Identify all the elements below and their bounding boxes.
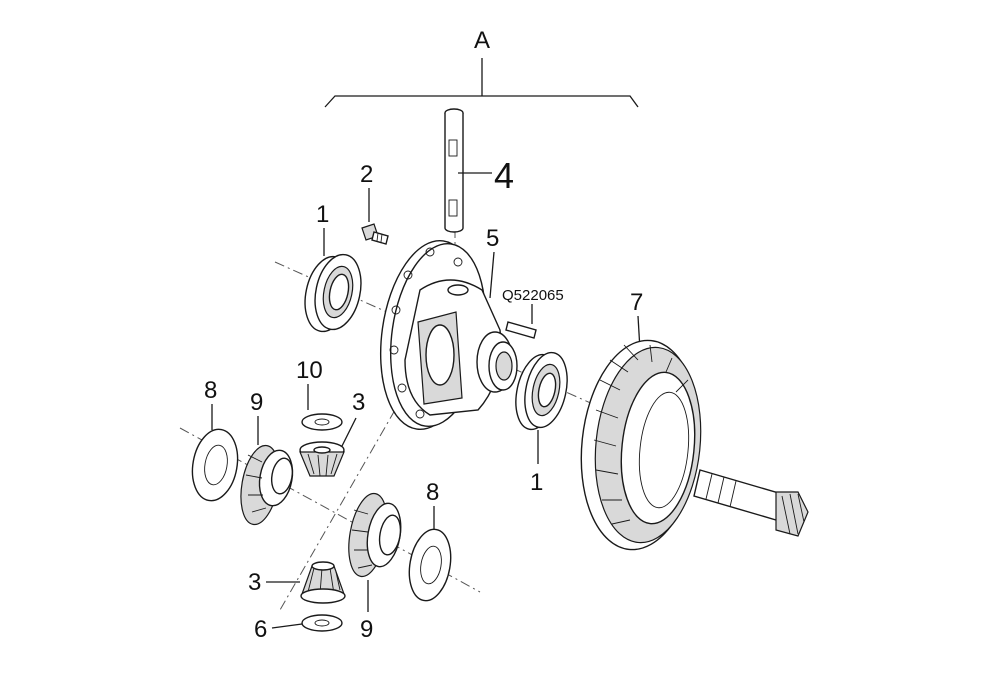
pinion-washer-top: 10 xyxy=(296,357,343,431)
side-gear-left: 9 xyxy=(240,389,294,526)
callout-9-right: 9 xyxy=(360,616,373,643)
bearing-right: 1 xyxy=(515,351,568,496)
callout-1-top: 1 xyxy=(316,201,329,228)
callout-4: 4 xyxy=(494,155,514,196)
pinion-gear-upper: 3 xyxy=(299,389,365,477)
differential-case: 5 xyxy=(379,225,518,431)
thrust-washer-right: 8 xyxy=(408,479,452,602)
pinion-washer-bottom: 6 xyxy=(254,614,343,643)
callout-9-left: 9 xyxy=(250,389,263,416)
bolt: 2 xyxy=(360,161,389,245)
pinion-gear-lower: 3 xyxy=(248,561,346,604)
cross-shaft: 4 xyxy=(444,108,514,233)
part-code-label: Q522065 xyxy=(502,287,564,304)
thrust-washer-left: 8 xyxy=(191,377,239,502)
callout-8-left: 8 xyxy=(204,377,217,404)
callout-3-lower: 3 xyxy=(248,569,261,596)
callout-1-bottom: 1 xyxy=(530,469,543,496)
assembly-label: A xyxy=(474,27,490,54)
side-gear-right: 9 xyxy=(348,492,402,643)
assembly-bracket: A xyxy=(324,27,639,108)
ring-gear: 7 xyxy=(580,289,702,551)
callout-8-right: 8 xyxy=(426,479,439,506)
callout-3-upper: 3 xyxy=(352,389,365,416)
callout-10: 10 xyxy=(296,357,323,384)
callout-6: 6 xyxy=(254,616,267,643)
callout-5: 5 xyxy=(486,225,499,252)
callout-2: 2 xyxy=(360,161,373,188)
callout-7: 7 xyxy=(630,289,643,316)
roll-pin: Q522065 xyxy=(502,287,564,339)
bearing-left: 1 xyxy=(304,201,362,333)
pinion-shaft xyxy=(693,469,809,537)
